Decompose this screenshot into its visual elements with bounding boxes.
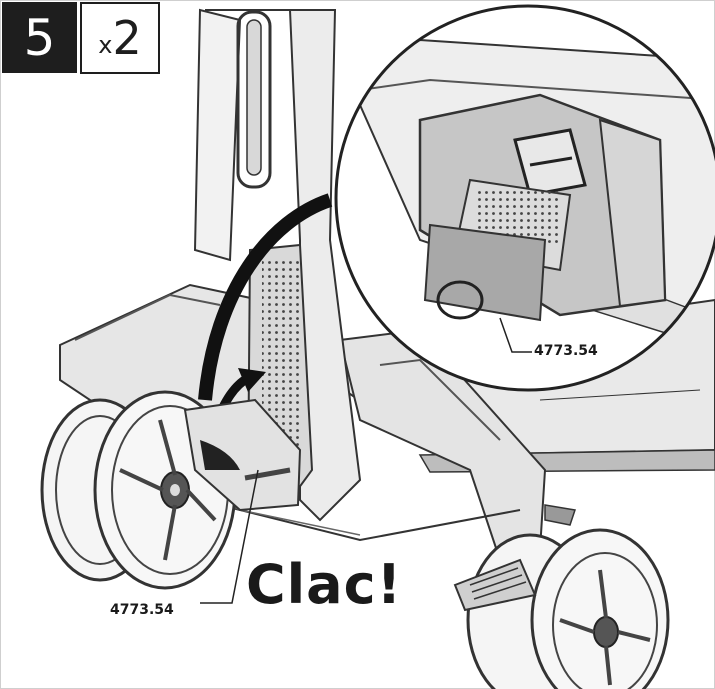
part-number-zoom: 4773.54 [534, 343, 598, 359]
column [193, 8, 362, 522]
foot-pedal [453, 504, 576, 612]
part-number-main: 4773.54 [110, 602, 174, 618]
quantity-prefix: x [98, 31, 113, 59]
clip-part [183, 398, 302, 512]
zoom-detail [334, 4, 715, 392]
leader-lines [200, 317, 532, 604]
sound-effect-text: Clac! [246, 553, 403, 616]
quantity-value: 2 [112, 11, 142, 65]
step-number: 5 [23, 8, 56, 67]
right-wheels [466, 528, 670, 689]
step-number-badge: 5 [2, 2, 77, 73]
